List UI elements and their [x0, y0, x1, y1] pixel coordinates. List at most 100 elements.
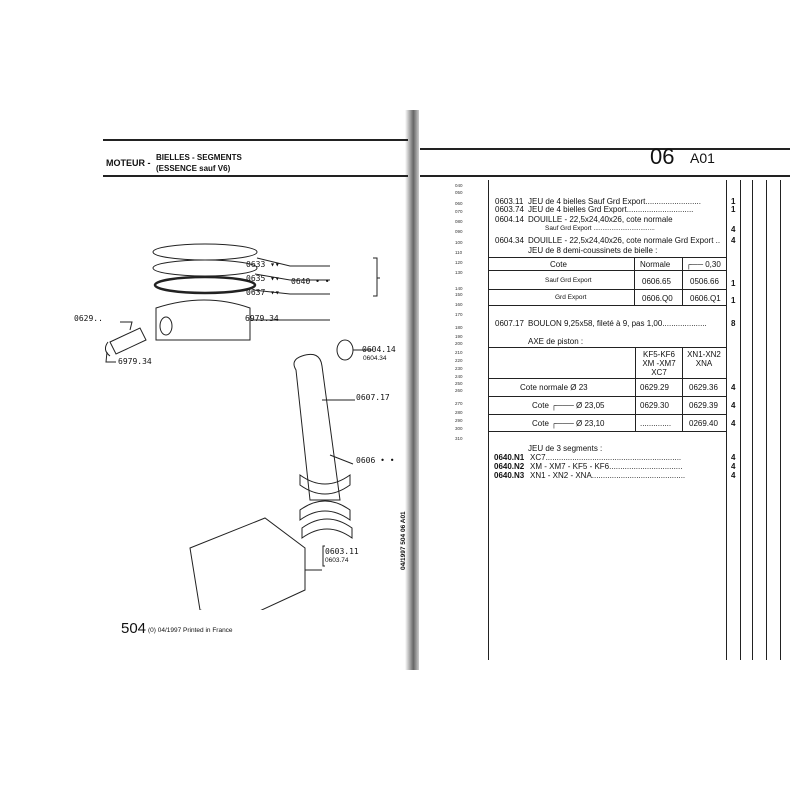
table-rule — [488, 270, 726, 271]
bearing-row-qty: 1 — [731, 279, 736, 288]
pin-row-a: .............. — [640, 419, 672, 428]
table-rule — [488, 378, 726, 379]
side-code: 04/1997 504 06 A01 — [400, 511, 407, 570]
ring-3-drawing — [153, 275, 257, 295]
ring-2-drawing — [152, 259, 258, 277]
part-description: DOUILLE - 22,5x24,40x26, cote normale — [528, 215, 673, 224]
line-number: 070 — [455, 209, 463, 214]
pin-row-qty: 4 — [731, 383, 736, 392]
table-rule — [682, 347, 683, 431]
pin-row-a: 0629.30 — [640, 401, 669, 410]
line-number: 240 — [455, 374, 463, 379]
line-number: 260 — [455, 388, 463, 393]
sheet-number: A01 — [690, 150, 715, 166]
kit-box-drawing — [189, 517, 306, 610]
part-ref: 0604.34 — [495, 236, 524, 245]
footer-model: 504 — [121, 620, 147, 637]
bush-drawing — [336, 339, 354, 361]
line-number: 170 — [455, 312, 463, 317]
label-0640: 0640 • • — [291, 277, 330, 286]
bearing-row-normale: 0606.65 — [642, 277, 671, 286]
bearing-row-over: 0606.Q1 — [690, 294, 721, 303]
segment-qty: 4 — [731, 453, 736, 462]
bearing-row-cote: Grd Export — [555, 294, 587, 301]
part-description: Sauf Grd Export ........................… — [545, 225, 655, 232]
pin-row-cote: Cote ┌─── Ø 23,05 — [532, 401, 605, 410]
segment-ref: 0640.N2 — [494, 462, 525, 471]
group-number: 06 — [650, 144, 675, 169]
pin-row-cote: Cote ┌─── Ø 23,10 — [532, 419, 605, 428]
table-rule — [488, 431, 726, 432]
pin-row-qty: 4 — [731, 419, 736, 428]
part-description: JEU de 4 bielles Sauf Grd Export........… — [528, 197, 701, 206]
line-number: 200 — [455, 341, 463, 346]
line-number: 220 — [455, 358, 463, 363]
label-0604-34: 0604.34 — [363, 355, 387, 362]
oversize-value: 0,30 — [705, 260, 721, 269]
bolt-qty: 8 — [731, 319, 736, 328]
col-rule — [752, 180, 753, 660]
bearing-shells-drawing — [299, 474, 353, 539]
bearing-row-normale: 0606.Q0 — [642, 294, 673, 303]
piston-drawing — [155, 299, 251, 341]
col-rule — [766, 180, 767, 660]
pin-row-b: 0629.39 — [689, 401, 718, 410]
th-oversize: ┌── 0,30 — [686, 260, 721, 269]
pin-row-b: 0629.36 — [689, 383, 718, 392]
part-description: DOUILLE - 22,5x24,40x26, cote normale Gr… — [528, 236, 721, 245]
line-number: 250 — [455, 381, 463, 386]
exploded-diagram — [104, 243, 380, 610]
segment-qty: 4 — [731, 462, 736, 471]
table-rule — [635, 347, 636, 431]
bolt-text: BOULON 9,25x58, fileté à 9, pas 1,00....… — [528, 319, 707, 328]
part-ref: 0604.14 — [495, 215, 524, 224]
line-number: 150 — [455, 292, 463, 297]
label-0603-74: 0603.74 — [325, 557, 349, 564]
label-0633: 0633 ▾▾ — [246, 260, 280, 269]
line-number: 140 — [455, 286, 463, 291]
line-number: 130 — [455, 270, 463, 275]
line-number: 190 — [455, 334, 463, 339]
bearing-row-over: 0506.66 — [690, 277, 719, 286]
footer-print: (0) 04/1997 Printed in France — [148, 627, 233, 634]
col-rule — [780, 180, 781, 660]
line-number: 080 — [455, 219, 463, 224]
pin-title: AXE de piston : — [528, 337, 584, 346]
segments-title: JEU de 3 segments : — [528, 444, 603, 453]
line-number: 280 — [455, 410, 463, 415]
header-rule-top — [103, 139, 408, 141]
part-ref: 0603.74 — [495, 205, 524, 214]
part-description: JEU de 8 demi-coussinets de bielle : — [528, 246, 658, 255]
segment-text: XN1 - XN2 - XNA.........................… — [530, 471, 686, 480]
part-qty: 1 — [731, 205, 736, 214]
bearing-row-cote: Sauf Grd Export — [545, 277, 592, 284]
header-rule-bottom — [103, 175, 408, 177]
ring-1-drawing — [152, 243, 258, 261]
col-rule — [488, 180, 489, 660]
col-rule — [726, 180, 727, 660]
line-number: 310 — [455, 436, 463, 441]
label-6979-clip: 6979.34 — [245, 314, 279, 323]
subtitle-2: (ESSENCE sauf V6) — [156, 164, 231, 173]
label-0604-14: 0604.14 — [362, 345, 396, 354]
th-normale: Normale — [640, 260, 671, 269]
line-number: 270 — [455, 401, 463, 406]
part-description: JEU de 4 bielles Grd Export.............… — [528, 205, 694, 214]
part-qty: 4 — [731, 225, 736, 234]
th-cote: Cote — [550, 260, 567, 269]
label-0637: 0637 ▾▾ — [246, 288, 280, 297]
line-number: 230 — [455, 366, 463, 371]
bolt-ref: 0607.17 — [495, 319, 524, 328]
pin-row-cote: Cote normale Ø 23 — [520, 383, 588, 392]
segment-ref: 0640.N3 — [494, 471, 525, 480]
book-spine — [405, 110, 419, 670]
segment-qty: 4 — [731, 471, 736, 480]
segment-ref: 0640.N1 — [494, 453, 525, 462]
segment-text: XC7.....................................… — [530, 453, 682, 462]
pin-row-b: 0269.40 — [689, 419, 718, 428]
table-rule — [488, 257, 726, 258]
label-0606: 0606 • • — [356, 456, 395, 465]
right-rule-bottom — [420, 175, 790, 177]
line-number: 090 — [455, 229, 463, 234]
label-0629: 0629.. — [74, 314, 103, 323]
